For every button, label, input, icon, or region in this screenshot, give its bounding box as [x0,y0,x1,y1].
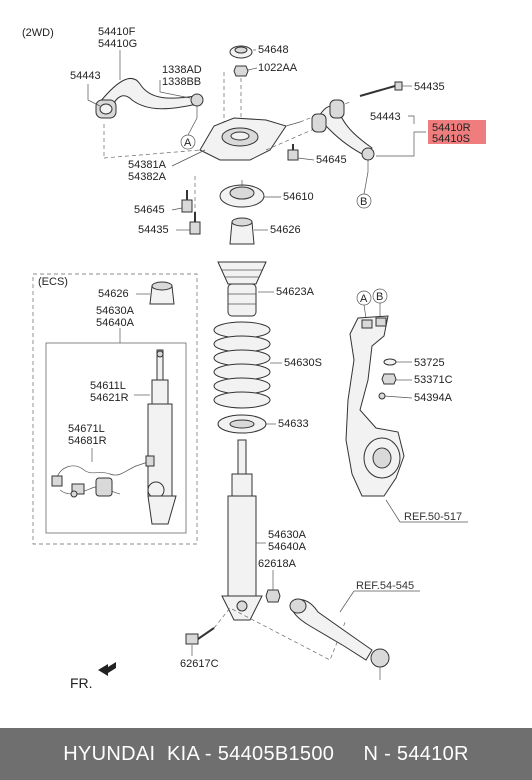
ecs-shock-absorber [147,349,177,525]
label-54645-left: 54645 [134,204,165,216]
bolt-54435-left [189,212,201,235]
callout-a-upper-text: A [184,137,192,149]
label-54626-main: 54626 [270,224,301,236]
label-54626-ecs: 54626 [98,288,129,300]
ref-50-517[interactable]: REF.50-517 [404,511,462,523]
label-54611L: 54611L [90,380,126,392]
label-54435-right: 54435 [414,81,445,93]
dust-boot [217,261,267,317]
label-54610: 54610 [283,191,314,203]
shock-absorber [221,439,263,621]
label-54394A: 54394A [414,392,453,404]
label-54621R: 54621R [90,392,129,404]
label-54648: 54648 [258,44,289,56]
label-54381A: 54381A [128,159,167,171]
steering-knuckle [345,315,405,497]
callout-a-knuckle: A [360,293,368,305]
parts-diagram: (2WD) 54410F 54410G 54443 1338AD 1338BB … [22,26,486,691]
label-54640A: 54640A [268,541,307,553]
coil-spring [213,321,271,409]
label-53371C: 53371C [414,374,453,386]
label-54681R: 54681R [68,435,107,447]
label-1022AA: 1022AA [258,62,298,74]
upper-arm-right [311,99,375,172]
spring-pad [217,414,267,434]
bolt-62617C [185,627,215,645]
ecs-bump-stop [149,281,175,305]
label-54410F: 54410F [98,26,136,38]
label-54443-left: 54443 [70,70,101,82]
highlight-box [428,120,486,144]
label-54645-right: 54645 [316,154,347,166]
label-54410G: 54410G [98,38,137,50]
label-54623A: 54623A [276,286,315,298]
ecs-label: (ECS) [38,276,68,288]
bolt-54435-right [359,81,403,97]
label-54382A: 54382A [128,171,167,183]
label-53725: 53725 [414,357,445,369]
variant-label: (2WD) [22,27,54,39]
callout-b-knuckle: B [376,291,383,303]
label-54640A-ecs: 54640A [96,317,135,329]
label-54435-left: 54435 [138,224,169,236]
ecs-wiring-harness [51,455,155,498]
upper-mount-bracket [199,117,301,161]
front-arrow-icon [98,662,116,676]
ecs-inner-box [45,342,187,534]
label-62617C: 62617C [180,658,219,670]
label-54630A: 54630A [268,529,307,541]
label-54671L: 54671L [68,423,105,435]
front-direction-label: FR. [70,675,93,691]
ref-54-545[interactable]: REF.54-545 [356,580,414,592]
label-54443-right: 54443 [370,111,401,123]
label-54630S: 54630S [284,357,322,369]
bolt-54645-right [287,144,299,161]
knuckle-washer [383,358,397,366]
strut-bearing [219,180,265,208]
label-54630A-ecs: 54630A [96,305,135,317]
label-54410S: 54410S [432,133,470,145]
label-54633: 54633 [278,418,309,430]
callout-b-upper-text: B [360,196,367,208]
label-1338BB: 1338BB [162,76,201,88]
label-1338AD: 1338AD [162,64,202,76]
bolt-54645-left [181,190,193,213]
part-number-footer: HYUNDAI KIA - 54405B1500 N - 54410R [0,728,532,780]
upper-arm-left [95,78,204,119]
nut-62618A [265,589,281,603]
label-62618A: 62618A [258,558,297,570]
lower-arm [289,598,390,680]
top-nut [233,65,249,77]
knuckle-nut [381,373,397,385]
bump-stop [229,217,255,245]
dust-cap [229,45,253,59]
label-54410R: 54410R [432,122,471,134]
